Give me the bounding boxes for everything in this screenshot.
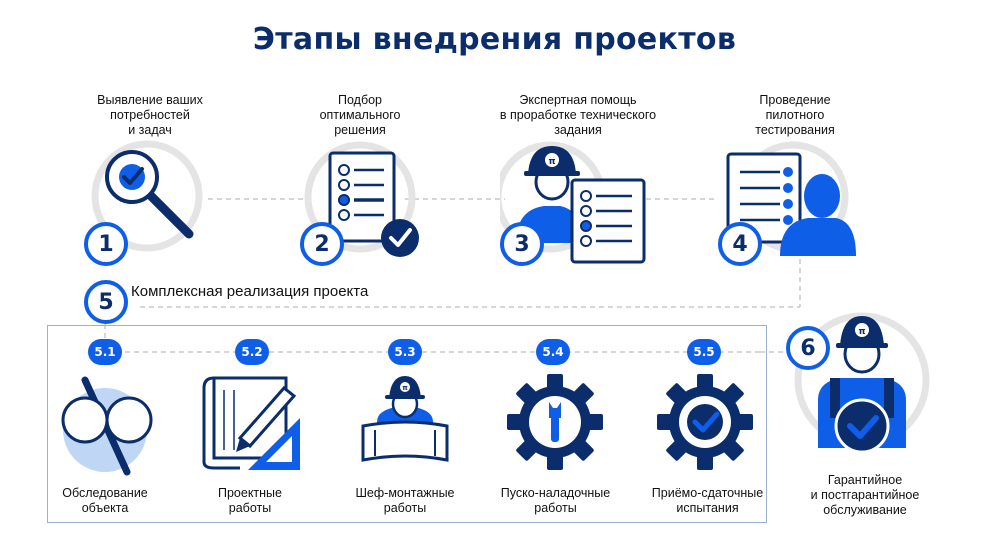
substep-5-4-label-line-1: Пуско-наладочные	[500, 486, 611, 500]
substep-5-5-label-line-2: испытания	[676, 501, 739, 515]
step-2-number-badge: 2	[300, 222, 344, 266]
step-6-label-line-1: Гарантийное	[827, 473, 903, 487]
engineer-check-icon: π	[794, 312, 930, 454]
magnifier-icon	[61, 376, 153, 476]
step-1-label-line-3: и задач	[128, 123, 172, 137]
step-1-label-line-1: Выявление ваших	[97, 93, 203, 107]
substep-5-1-label-line-1: Обследование	[62, 486, 148, 500]
page-title: Этапы внедрения проектов	[252, 22, 737, 57]
step-4-number-badge: 4	[718, 222, 762, 266]
step-3-label-line-3: задания	[554, 123, 602, 137]
substeps-frame	[47, 325, 767, 523]
step-2-label-line-3: решения	[334, 123, 386, 137]
svg-text:π: π	[858, 327, 865, 337]
step-6-label-line-2: и постгарантийное	[810, 488, 920, 502]
step-4-label-line-3: тестирования	[755, 123, 835, 137]
step-3-label-line-1: Экспертная помощь	[519, 93, 637, 107]
substep-5-4-badge: 5.4	[536, 339, 570, 365]
substep-5-5-label-line-1: Приёмо-сдаточные	[651, 486, 764, 500]
substep-5-3-badge: 5.3	[388, 339, 422, 365]
substep-5-3-label-line-2: работы	[383, 501, 427, 515]
step-3-number-badge: 3	[500, 222, 544, 266]
step-5-number-badge: 5	[84, 280, 128, 324]
step-4-label-line-2: пилотного	[765, 108, 825, 122]
step-1-label-line-2: потребностей	[110, 108, 190, 122]
step-5-label: Комплексная реализация проекта	[131, 283, 369, 300]
engineer-checklist-icon: π	[500, 141, 646, 264]
substep-5-2-label-line-1: Проектные	[217, 486, 282, 500]
gear-wrench-icon	[507, 374, 603, 470]
step-6-label-line-3: обслуживание	[823, 503, 907, 517]
substep-5-2-label-line-2: работы	[228, 501, 272, 515]
step-2-label-line-1: Подбор	[337, 93, 383, 107]
substep-5-1-badge: 5.1	[88, 339, 122, 365]
svg-text:π: π	[402, 384, 408, 392]
step-2-label-line-2: оптимального	[319, 108, 401, 122]
substep-5-5-badge: 5.5	[687, 339, 721, 365]
engineer-plan-icon: π	[361, 376, 449, 462]
substep-5-4-label-line-2: работы	[534, 501, 577, 515]
substep-5-2-badge: 5.2	[235, 339, 269, 365]
checklist-icon	[304, 141, 419, 257]
step-3-label-line-2: в проработке технического	[499, 108, 657, 122]
blueprint-pencil-icon	[202, 376, 300, 470]
gear-check-icon	[657, 374, 753, 470]
substep-5-3-label-line-1: Шеф-монтажные	[355, 486, 455, 500]
step-1-number-badge: 1	[84, 222, 128, 266]
step-6-number-badge: 6	[786, 326, 830, 370]
substep-5-1-label-line-2: объекта	[81, 501, 129, 515]
step-4-label-line-1: Проведение	[759, 93, 831, 107]
svg-text:π: π	[548, 157, 555, 167]
person-checklist-icon	[726, 141, 856, 256]
magnifier-check-icon	[91, 140, 203, 252]
